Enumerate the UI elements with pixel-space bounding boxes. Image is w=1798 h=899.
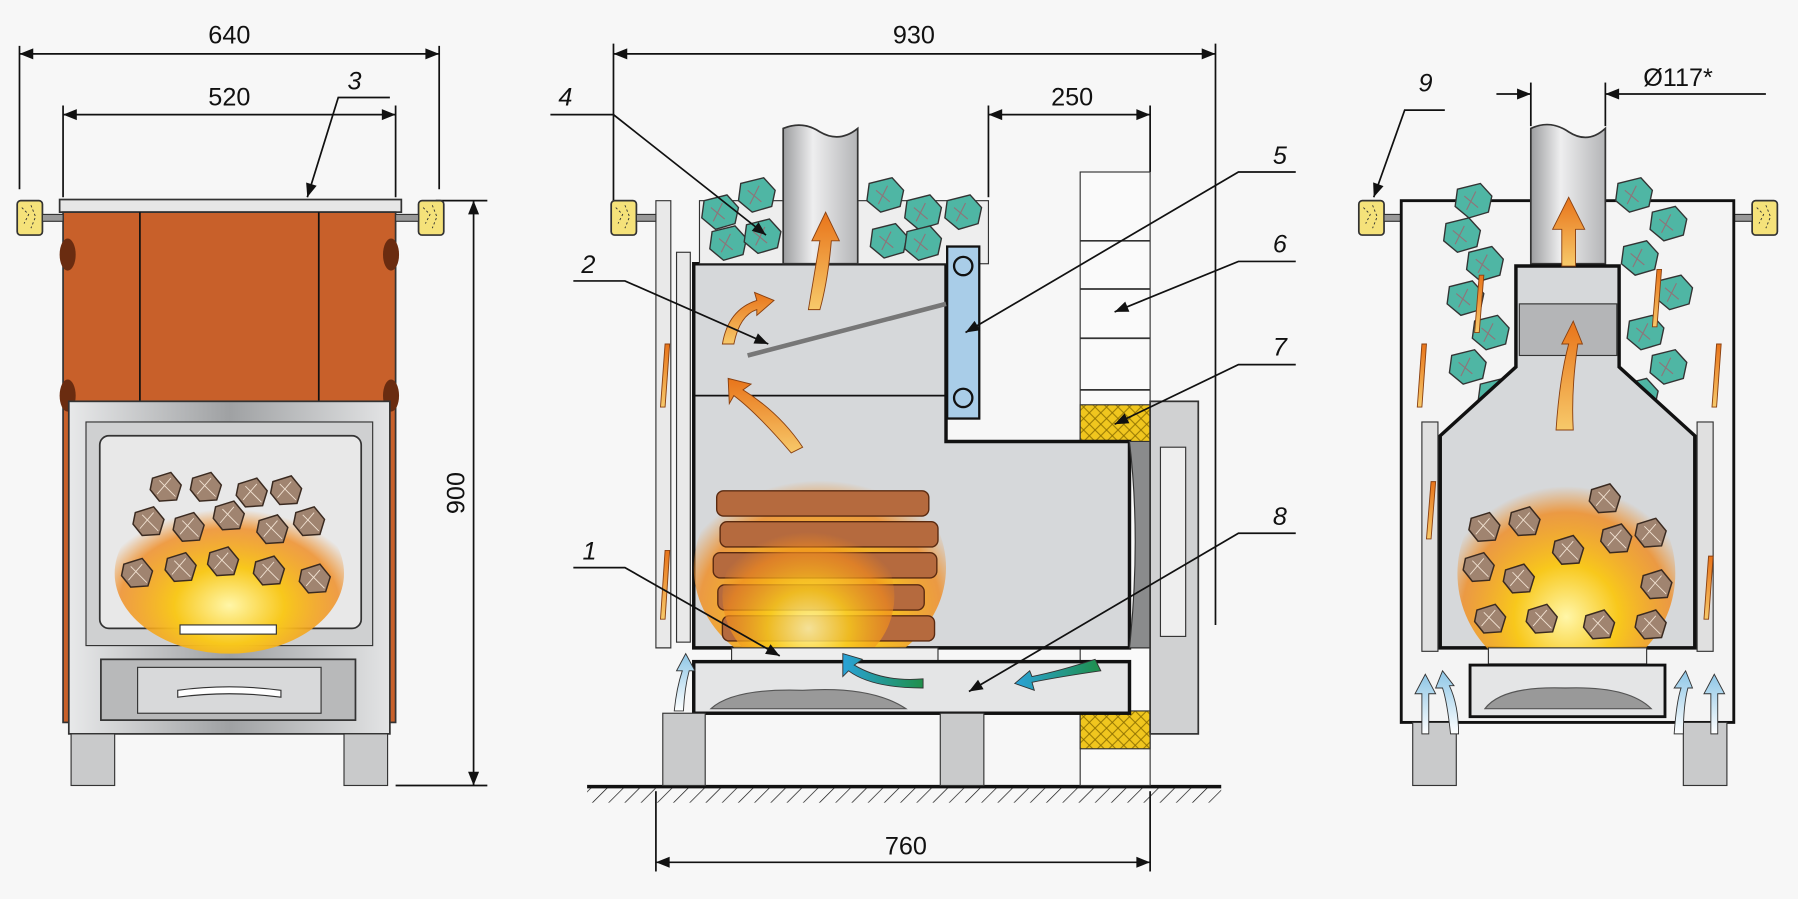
side-section-view: 930 250 760 bbox=[550, 22, 1296, 872]
callout-1: 1 bbox=[583, 538, 597, 566]
chimney-pipe bbox=[1529, 123, 1607, 265]
dimension-overall-depth: 930 bbox=[893, 22, 935, 50]
cold-air-arrows bbox=[1414, 669, 1726, 735]
handle-icon bbox=[417, 199, 445, 236]
handle-icon bbox=[1357, 199, 1385, 236]
dimension-body-width: 520 bbox=[208, 83, 250, 111]
front-section-view: Ø117* 9 bbox=[1357, 64, 1779, 787]
callout-7: 7 bbox=[1273, 333, 1288, 361]
chimney-pipe bbox=[782, 124, 859, 265]
callout-4: 4 bbox=[558, 83, 572, 111]
dimension-base-depth: 760 bbox=[885, 832, 927, 860]
insulation-bottom bbox=[1079, 710, 1151, 750]
dimension-height: 900 bbox=[442, 472, 470, 514]
handle-icon bbox=[1751, 199, 1779, 236]
callout-5: 5 bbox=[1273, 142, 1288, 170]
cold-air-arrows bbox=[673, 652, 1102, 712]
callout-8: 8 bbox=[1273, 503, 1287, 531]
dimension-tunnel-length: 250 bbox=[1051, 83, 1093, 111]
door-handle[interactable] bbox=[179, 624, 277, 635]
callout-9: 9 bbox=[1418, 70, 1432, 98]
dimension-chimney-diameter: Ø117* bbox=[1643, 64, 1713, 92]
front-view: 640 520 900 3 bbox=[16, 22, 488, 787]
hot-air-arrows bbox=[1416, 196, 1722, 620]
callout-2: 2 bbox=[580, 251, 595, 279]
callout-3: 3 bbox=[347, 67, 361, 95]
water-tank-5 bbox=[946, 245, 981, 420]
dimension-overall-width: 640 bbox=[208, 22, 250, 50]
handle-icon bbox=[16, 199, 44, 236]
hot-air-arrows bbox=[659, 211, 841, 620]
callout-6: 6 bbox=[1273, 230, 1288, 258]
handle-icon bbox=[610, 199, 638, 236]
deflector-2 bbox=[747, 301, 947, 358]
floor-hatch bbox=[587, 786, 1222, 803]
